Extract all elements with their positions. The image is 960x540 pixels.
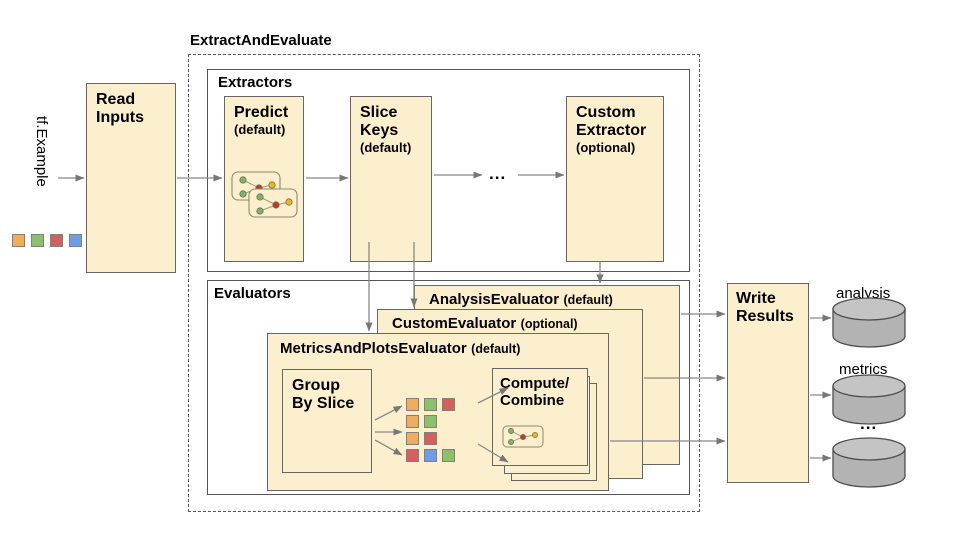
group-by-slice-line2: By Slice (292, 395, 355, 412)
legend-square (31, 234, 44, 247)
compute-combine-line1: Compute/ (500, 375, 570, 392)
slice-keys-subtitle: (default) (360, 140, 412, 155)
output-label-more: ... (860, 414, 878, 433)
custom-extractor-subtitle: (optional) (576, 140, 636, 155)
slice-keys-line1: Slice (360, 104, 398, 121)
custom-extractor-line1: Custom (576, 104, 636, 121)
analysis-evaluator-name: AnalysisEvaluator (429, 291, 560, 308)
legend-square (69, 234, 82, 247)
slice-square (442, 449, 455, 462)
slice-square (406, 432, 419, 445)
slice-square (442, 398, 455, 411)
predict-title: Predict (234, 104, 289, 121)
slice-square (424, 449, 437, 462)
extractors-text: Extractors (218, 74, 293, 91)
output-label-metrics: metrics (839, 361, 888, 378)
extractors-ellipsis: ... (489, 164, 507, 183)
node-write-results[interactable]: Write Results (727, 283, 809, 483)
evaluators-text: Evaluators (214, 285, 291, 302)
node-group-by-slice[interactable]: Group By Slice (282, 369, 372, 473)
group-extract-and-evaluate (188, 54, 700, 512)
cylinder-more (832, 437, 906, 488)
slice-square (424, 398, 437, 411)
slice-square (424, 415, 437, 428)
predict-subtitle: (default) (234, 122, 286, 137)
node-compute-combine[interactable]: Compute/ Combine (492, 368, 588, 466)
cylinder-analysis (832, 297, 906, 348)
analysis-evaluator-sub: (default) (563, 293, 613, 307)
node-custom-extractor[interactable]: Custom Extractor (optional) (566, 96, 664, 262)
metrics-and-plots-evaluator-sub: (default) (471, 342, 521, 356)
input-label-text: tf.Example (33, 116, 50, 187)
legend-square (50, 234, 63, 247)
custom-evaluator-name: CustomEvaluator (392, 315, 517, 332)
group-label-evaluators: Evaluators (214, 285, 291, 303)
write-results-line1: Write (736, 290, 776, 307)
compute-combine-line2: Combine (500, 392, 565, 409)
extract-and-evaluate-text: ExtractAndEvaluate (190, 32, 332, 49)
group-label-extract-and-evaluate: ExtractAndEvaluate (190, 32, 332, 50)
read-inputs-line1: Read (96, 91, 136, 108)
legend-square (12, 234, 25, 247)
custom-evaluator-sub: (optional) (520, 317, 578, 331)
read-inputs-line2: Inputs (96, 109, 144, 126)
write-results-line2: Results (736, 308, 794, 325)
group-label-extractors: Extractors (218, 74, 292, 92)
slice-square (406, 398, 419, 411)
group-by-slice-line1: Group (292, 377, 340, 394)
slice-square (406, 449, 419, 462)
output-label-analysis: analysis (836, 285, 891, 302)
slice-square (406, 415, 419, 428)
custom-extractor-line2: Extractor (576, 122, 647, 139)
node-slice-keys[interactable]: Slice Keys (default) (350, 96, 432, 262)
slice-squares-grid (406, 398, 472, 462)
slice-keys-line2: Keys (360, 122, 399, 139)
slice-square (424, 432, 437, 445)
node-read-inputs[interactable]: Read Inputs (86, 83, 176, 273)
input-label-tf-example: tf.Example (30, 116, 54, 226)
node-predict[interactable]: Predict (default) (224, 96, 304, 262)
legend-squares (12, 234, 82, 248)
metrics-and-plots-evaluator-name: MetricsAndPlotsEvaluator (280, 340, 467, 357)
